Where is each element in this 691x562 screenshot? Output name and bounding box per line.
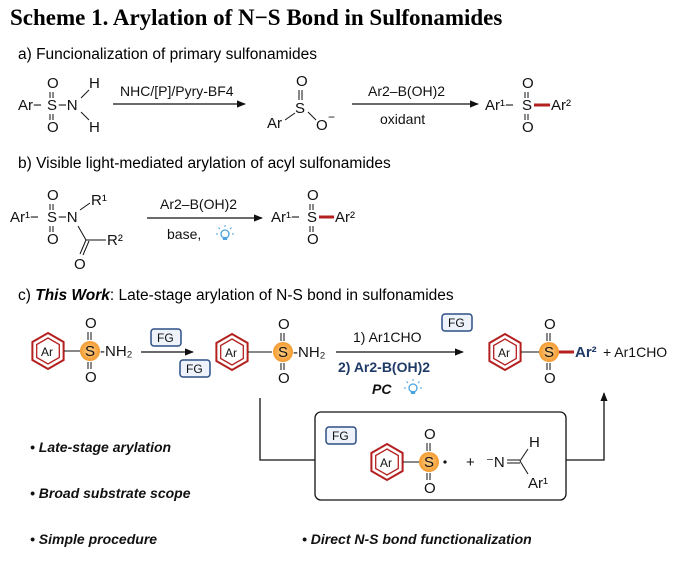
svg-text:O: O	[47, 75, 59, 92]
section-c-heading: c) This Work: Late-stage arylation of N-…	[18, 287, 454, 304]
svg-text:FG: FG	[332, 429, 349, 443]
svg-text:O: O	[47, 231, 59, 248]
sulfone-product-a: Ar¹− S O O Ar²	[485, 75, 571, 136]
svg-text:O: O	[544, 370, 556, 387]
svg-text:O: O	[307, 187, 319, 204]
sulfone-product-b: Ar¹− S O O Ar²	[271, 187, 355, 248]
svg-text:O: O	[296, 73, 308, 90]
scheme-title: Scheme 1. Arylation of N−S Bond in Sulfo…	[10, 5, 502, 30]
svg-text:O: O	[278, 316, 290, 333]
svg-text:O: O	[522, 119, 534, 136]
svg-text:−: −	[328, 110, 335, 124]
feature-direct-ns: • Direct N-S bond functionalization	[302, 531, 532, 547]
svg-text:Ar−: Ar−	[18, 97, 42, 114]
svg-text:R¹: R¹	[91, 192, 107, 209]
svg-text:O: O	[47, 187, 59, 204]
imine-anion-intermediate: + ⁻N H Ar¹	[466, 434, 548, 492]
sulfinate-structure: Ar S O O −	[267, 73, 335, 134]
svg-text:−N: −N	[58, 97, 78, 114]
svg-text:S: S	[307, 209, 317, 226]
reagent-oxidant: oxidant	[380, 111, 425, 127]
svg-text:S: S	[424, 454, 434, 471]
svg-text:Ar: Ar	[380, 456, 392, 470]
svg-text:O: O	[85, 369, 97, 386]
fg-badge-arrow: FG	[150, 328, 182, 347]
svg-text:S: S	[47, 209, 57, 226]
feature-substrate-scope: • Broad substrate scope	[30, 485, 191, 501]
svg-text:O: O	[316, 117, 328, 134]
visible-light-icon-c	[403, 378, 423, 395]
svg-text:O: O	[74, 256, 86, 273]
svg-text:Ar: Ar	[267, 115, 282, 132]
svg-text:R²: R²	[107, 232, 123, 249]
connector-left	[259, 398, 315, 461]
photocatalyst-label: PC	[372, 381, 392, 397]
svg-text:+: +	[466, 454, 475, 471]
svg-text:O: O	[85, 315, 97, 332]
section-b-heading: b) Visible light-mediated arylation of a…	[18, 155, 391, 172]
svg-text:Ar: Ar	[41, 345, 53, 359]
sulfonyl-radical-intermediate: FG Ar S O O	[325, 426, 447, 497]
svg-text:Ar²: Ar²	[551, 97, 571, 114]
svg-text:Ar: Ar	[225, 346, 237, 360]
svg-text:-NH₂: -NH₂	[100, 343, 133, 360]
svg-text:S: S	[295, 100, 305, 117]
feature-late-stage: • Late-stage arylation	[30, 439, 171, 455]
svg-text:H: H	[89, 75, 100, 92]
svg-text:S: S	[47, 97, 57, 114]
svg-text:Ar²: Ar²	[335, 209, 355, 226]
svg-text:O: O	[424, 426, 436, 443]
svg-text:−N: −N	[58, 209, 78, 226]
starting-sulfonamide: Ar S O O -NH₂	[31, 315, 133, 386]
svg-text:O: O	[307, 231, 319, 248]
reagent-nhc-pyry: NHC/[P]/Pyry-BF4	[120, 83, 234, 99]
primary-sulfonamide-structure: Ar− S O O −N H H	[18, 75, 100, 136]
svg-text:O: O	[544, 316, 556, 333]
connector-right	[566, 392, 608, 461]
step-arylboronic: 2) Ar2-B(OH)2	[338, 359, 430, 375]
functionalized-sulfonamide: Ar FG S O O -NH₂	[179, 316, 326, 387]
svg-text:Ar: Ar	[498, 346, 510, 360]
svg-text:Ar¹−: Ar¹−	[485, 97, 514, 114]
acyl-sulfonamide-structure: Ar¹− S O O −N R¹ R² O	[10, 187, 123, 273]
svg-text:O: O	[522, 75, 534, 92]
byproduct-aldehyde: + Ar1CHO	[603, 344, 667, 360]
svg-text:O: O	[424, 480, 436, 497]
intermediate-box	[314, 411, 567, 501]
svg-text:H: H	[529, 434, 540, 451]
svg-text:S: S	[85, 343, 95, 360]
reagent-arylboronic-a: Ar2–B(OH)2	[368, 83, 445, 99]
svg-text:Ar²: Ar²	[575, 344, 597, 361]
svg-text:S: S	[544, 344, 554, 361]
svg-text:S: S	[278, 344, 288, 361]
arylated-product: FG Ar S O O Ar²	[441, 313, 597, 387]
svg-text:S: S	[522, 97, 532, 114]
svg-text:⁻N: ⁻N	[486, 454, 505, 471]
section-a-heading: a) Funcionalization of primary sulfonami…	[18, 46, 317, 63]
svg-text:Ar¹−: Ar¹−	[10, 209, 39, 226]
visible-light-icon	[215, 224, 235, 241]
svg-text:FG: FG	[186, 362, 203, 376]
svg-text:O: O	[278, 370, 290, 387]
svg-text:-NH₂: -NH₂	[293, 344, 326, 361]
svg-text:FG: FG	[448, 316, 465, 330]
svg-text:FG: FG	[157, 331, 174, 345]
svg-text:Ar¹: Ar¹	[528, 475, 548, 492]
feature-simple-procedure: • Simple procedure	[30, 531, 157, 547]
reagent-arylboronic-b: Ar2–B(OH)2	[160, 196, 237, 212]
step-aldehyde: 1) Ar1CHO	[353, 329, 422, 345]
svg-text:Ar¹−: Ar¹−	[271, 209, 300, 226]
reagent-base: base,	[167, 226, 201, 242]
svg-text:H: H	[89, 119, 100, 136]
svg-text:O: O	[47, 119, 59, 136]
